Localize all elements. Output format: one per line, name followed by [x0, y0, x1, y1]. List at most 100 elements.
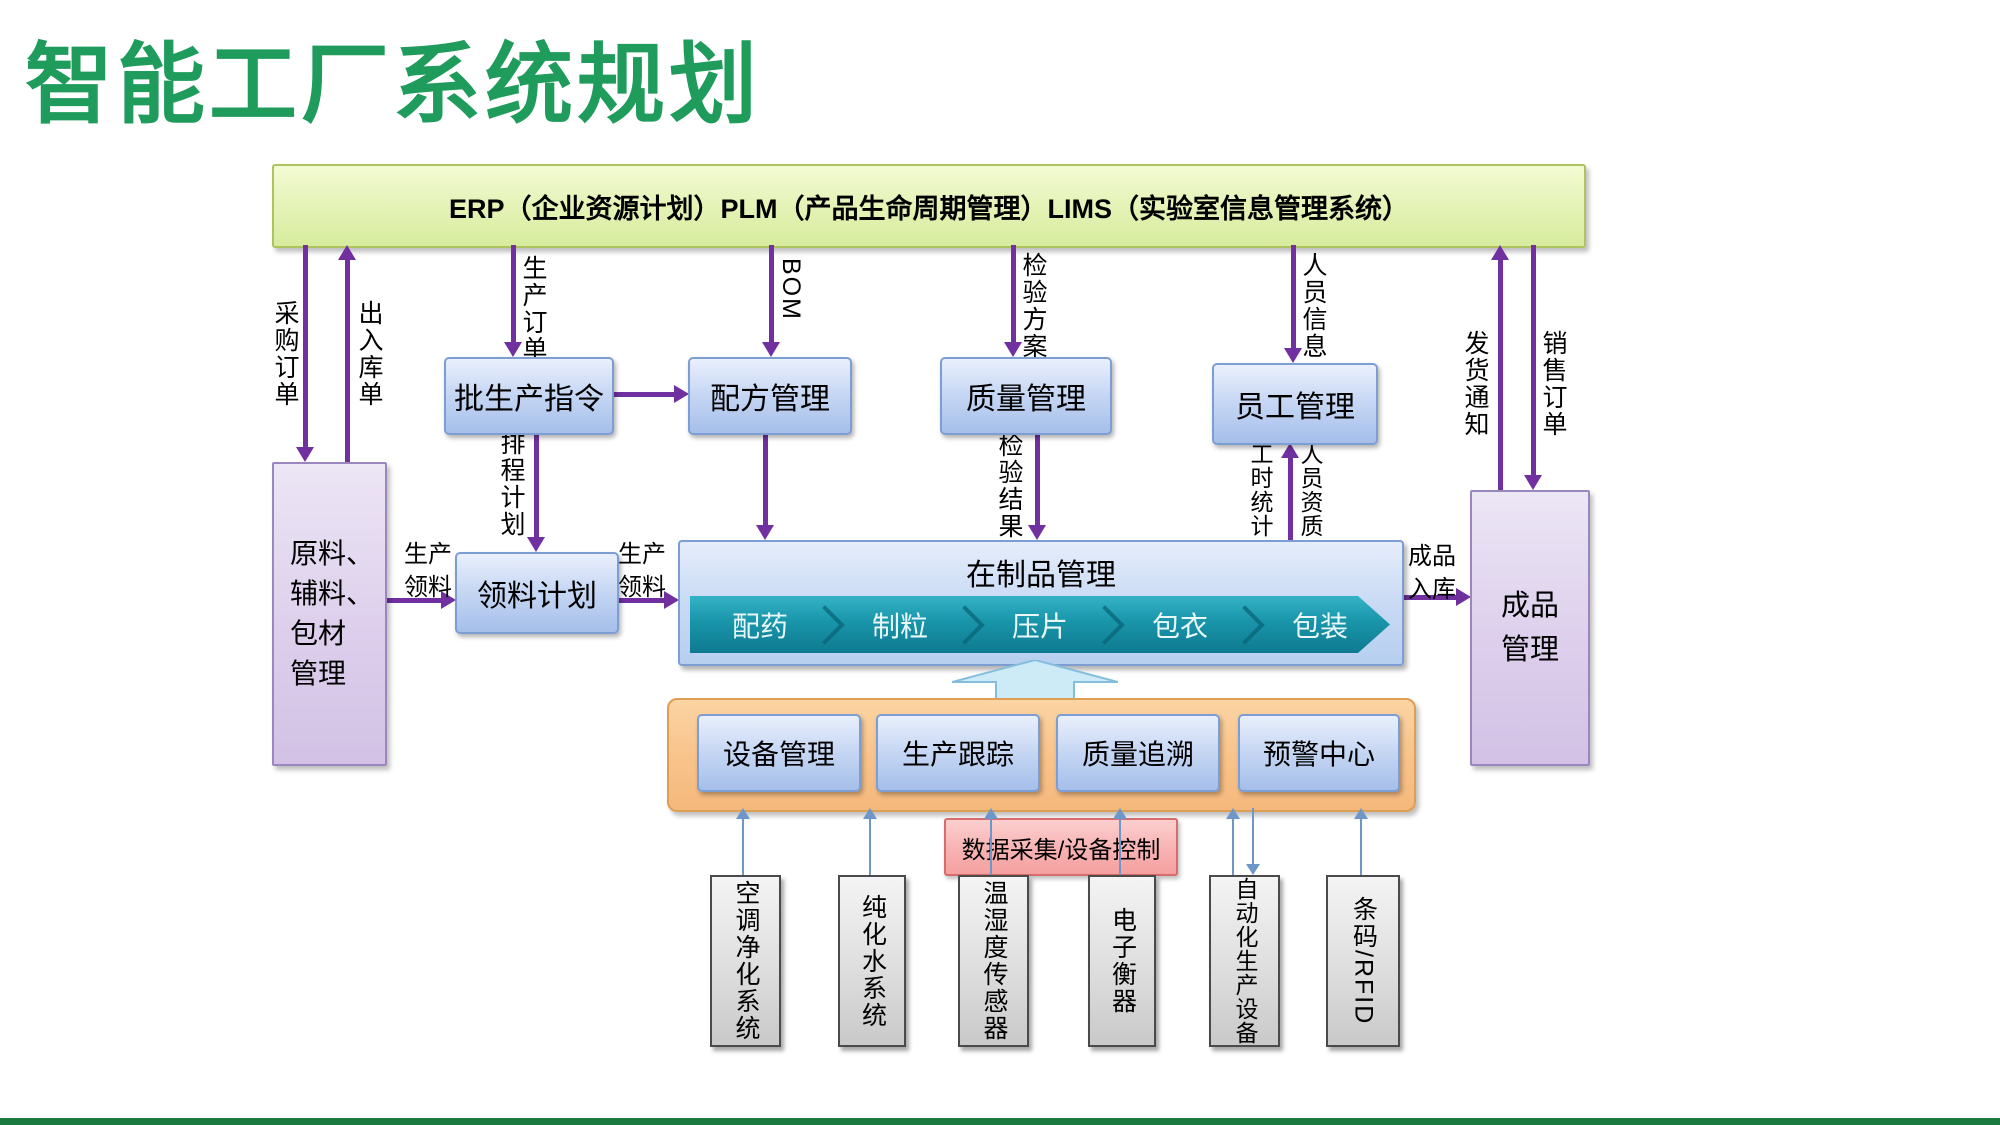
flow-label-in-out-stock: 出入库单 [355, 300, 383, 408]
material-management-label: 原料、 辅料、 包材 管理 [290, 534, 374, 694]
flow-label-inspection-result: 检验结果 [995, 432, 1023, 540]
material-line-2: 辅料、 [290, 578, 375, 609]
process-step-label: 制粒 [871, 610, 928, 642]
device-purified-water: 纯化水系统 [838, 875, 906, 1047]
inspection-plan-arrow-shaft [1011, 245, 1016, 342]
flow-label-sales-order: 销售订单 [1539, 330, 1567, 438]
process-chevron-strip: 配药 制粒 压片 包衣 包装 [690, 596, 1390, 653]
wip-title: 在制品管理 [966, 559, 1116, 592]
flow-label-personnel-info: 人员信息 [1299, 252, 1327, 360]
mes-button-quality-trace: 质量追溯 [1056, 714, 1220, 792]
device-label: 条码/RFID [1349, 896, 1378, 1026]
flow-label-work-hour-stats: 工时统计 [1247, 442, 1273, 538]
mes-button-production-tracking: 生产跟踪 [876, 714, 1040, 792]
sales-order-arrowhead [1524, 475, 1542, 490]
material-line-1: 原料、 [290, 538, 375, 569]
process-step-label: 压片 [1011, 610, 1068, 642]
material-line-4: 管理 [290, 658, 347, 689]
bom-arrow-shaft [769, 245, 774, 342]
node-material-management: 原料、 辅料、 包材 管理 [272, 462, 387, 766]
device-label: 电子衡器 [1108, 907, 1137, 1015]
recipe-to-wip-arrowhead [756, 525, 774, 540]
device-barcode-rfid: 条码/RFID [1326, 875, 1400, 1047]
page-title: 智能工厂系统规划 [25, 35, 762, 134]
device-label: 纯化水系统 [858, 893, 887, 1029]
in-out-stock-arrowhead [338, 245, 356, 260]
node-finished-goods-management: 成品 管理 [1470, 490, 1590, 766]
erp-plm-lims-bar: ERP（企业资源计划）PLM（产品生命周期管理）LIMS（实验室信息管理系统） [272, 164, 1586, 248]
process-step-label: 配药 [731, 610, 788, 642]
process-step-tableting: 压片 [970, 596, 1110, 653]
process-step-label: 包装 [1291, 610, 1348, 642]
bom-arrowhead [762, 342, 780, 357]
flow-label-scheduling-plan: 排程计划 [497, 430, 525, 538]
automation-down-arrowhead [1246, 864, 1260, 875]
process-step-label: 包衣 [1151, 610, 1208, 642]
barcode-arrow-shaft [1360, 818, 1362, 875]
sensor-arrowhead [984, 808, 998, 819]
purchase-order-arrowhead [296, 447, 314, 462]
purchase-order-arrow-shaft [303, 245, 308, 447]
scheduling-plan-arrow-shaft [534, 431, 539, 537]
picking-to-wip-arrowhead [664, 591, 679, 609]
work-hour-arrowhead [1281, 443, 1299, 458]
flow-label-inspection-plan: 检验方案 [1019, 252, 1047, 360]
finished-goods-line-1: 成品 [1500, 590, 1559, 622]
hvac-arrow-shaft [742, 818, 744, 875]
inspection-plan-arrowhead [1004, 342, 1022, 357]
material-line-3: 包材 [290, 618, 347, 649]
water-arrowhead [863, 808, 877, 819]
mes-to-wip-block-arrow [952, 660, 1118, 700]
sales-order-arrow-shaft [1531, 245, 1536, 475]
finished-goods-label: 成品 管理 [1501, 584, 1559, 672]
barcode-arrowhead [1354, 808, 1368, 819]
device-label: 自动化生产设备 [1232, 877, 1258, 1045]
scheduling-plan-arrowhead [527, 537, 545, 552]
batch-to-recipe-arrowhead [674, 385, 689, 403]
shipping-notice-arrowhead [1491, 245, 1509, 260]
device-automated-production: 自动化生产设备 [1209, 875, 1280, 1047]
device-electronic-scale: 电子衡器 [1088, 875, 1156, 1047]
in-out-stock-arrow-shaft [345, 260, 350, 462]
picking-to-wip-arrow-shaft [615, 598, 664, 603]
flow-label-finished-goods-in: 成品入库 [1408, 543, 1456, 603]
production-order-arrowhead [504, 342, 522, 357]
flow-label-production-order: 生产订单 [519, 255, 547, 363]
production-order-arrow-shaft [511, 245, 516, 342]
batch-to-recipe-arrow-shaft [610, 392, 674, 397]
sensor-arrow-shaft [990, 818, 992, 875]
scale-arrowhead [1113, 808, 1127, 819]
hvac-arrowhead [736, 808, 750, 819]
device-hvac-purification: 空调净化系统 [710, 875, 781, 1047]
node-recipe-management: 配方管理 [688, 357, 852, 435]
node-quality-management: 质量管理 [940, 357, 1112, 435]
daq-control-box: 数据采集/设备控制 [944, 818, 1178, 876]
personnel-info-arrowhead [1284, 348, 1302, 363]
automation-up-arrow-shaft [1232, 818, 1234, 875]
wip-to-finished-arrow-shaft [1400, 595, 1456, 600]
process-step-granulation: 制粒 [830, 596, 970, 653]
flow-label-shipping-notice: 发货通知 [1461, 330, 1489, 438]
wip-to-finished-arrowhead [1456, 588, 1471, 606]
flow-label-production-picking-left: 生产领料 [404, 541, 452, 601]
material-to-picking-arrowhead [441, 591, 456, 609]
recipe-to-wip-arrow-shaft [763, 431, 768, 525]
flow-label-purchase-order: 采购订单 [271, 300, 299, 408]
flow-label-bom: BOM [777, 258, 805, 321]
flow-label-production-picking-right: 生产领料 [618, 541, 666, 601]
process-step-dispensing: 配药 [690, 596, 830, 653]
node-wip-management: 在制品管理 配药 制粒 压片 包衣 包装 [678, 540, 1404, 666]
finished-goods-line-2: 管理 [1500, 634, 1559, 666]
automation-up-arrowhead [1226, 808, 1240, 819]
mes-button-equipment: 设备管理 [697, 714, 861, 792]
node-picking-plan: 领料计划 [455, 552, 619, 634]
personnel-info-arrow-shaft [1291, 245, 1296, 348]
flow-label-personnel-qualification: 人员资质 [1297, 442, 1323, 538]
node-employee-management: 员工管理 [1212, 363, 1378, 445]
inspection-result-arrow-shaft [1035, 431, 1040, 525]
scale-arrow-shaft [1119, 818, 1121, 875]
mes-button-alert-center: 预警中心 [1238, 714, 1400, 792]
process-step-packaging: 包装 [1250, 596, 1390, 653]
work-hour-arrow-shaft [1288, 458, 1293, 540]
